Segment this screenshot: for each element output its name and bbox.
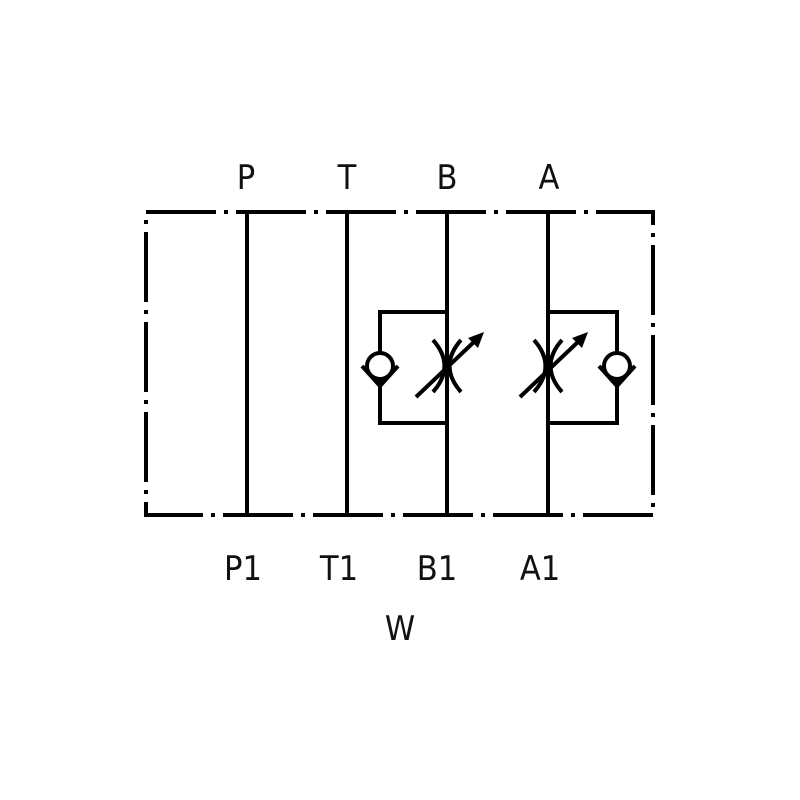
port-p-label: P [237,158,255,198]
throttle-b-icon [414,332,484,399]
check-valve-b-icon [360,310,447,425]
port-b1-label: B1 [417,549,457,589]
check-valve-a-icon [548,310,637,425]
footer-label: W [385,609,415,649]
port-t-label: T [337,158,357,198]
throttle-a-icon [518,332,588,399]
port-a-label: A [539,158,560,198]
port-b-label: B [437,158,458,198]
port-t1-label: T1 [319,549,358,589]
port-p1-label: P1 [224,549,262,589]
port-a1-label: A1 [520,549,560,589]
housing-boundary [144,210,655,517]
